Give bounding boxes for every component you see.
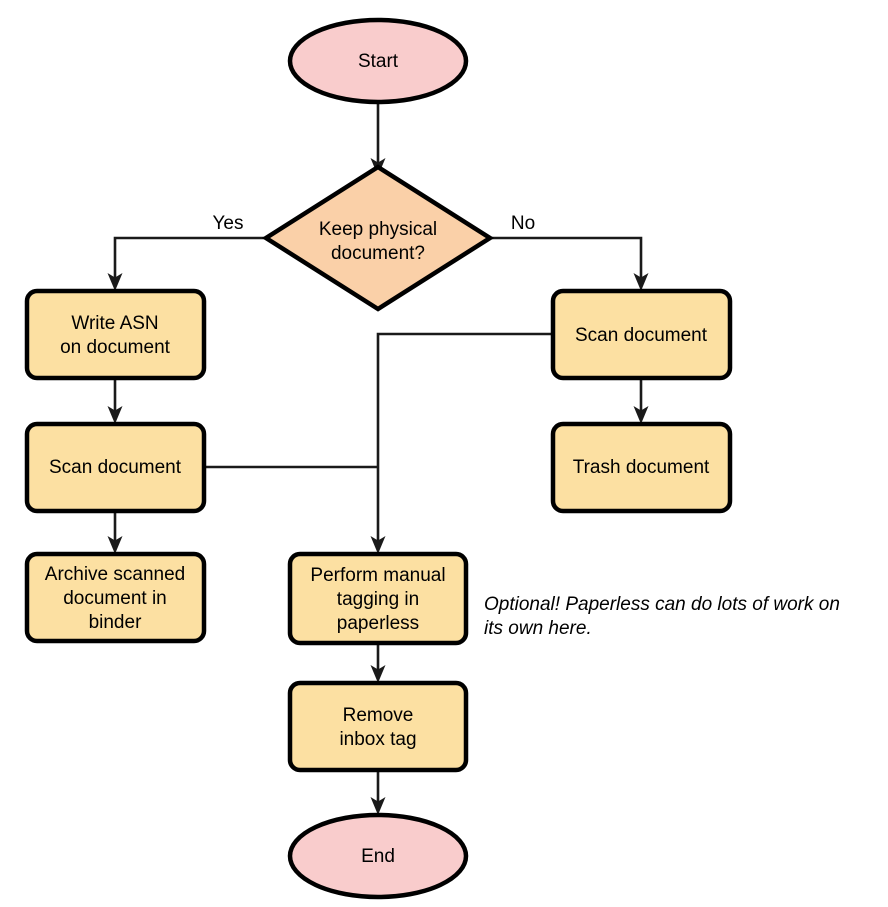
write-asn-label-line2: on document xyxy=(60,337,171,358)
node-decision-keep-physical-document[interactable]: Keep physical document? xyxy=(261,164,495,312)
remove-inbox-tag-label-line1: Remove xyxy=(343,705,414,726)
manual-tagging-box-shape[interactable] xyxy=(287,551,469,646)
annotation-line2: its own here. xyxy=(484,618,592,639)
edge-label-no: No xyxy=(511,213,535,234)
archive-label-line3: binder xyxy=(89,612,142,633)
arrowhead-decision-yes xyxy=(107,273,123,291)
end-label: End xyxy=(361,846,395,867)
remove-inbox-tag-box-shape[interactable] xyxy=(287,680,469,773)
arrowhead-removeinbox-to-end xyxy=(370,797,386,815)
node-end[interactable]: End xyxy=(287,812,469,900)
manual-tagging-label-line3: paperless xyxy=(337,613,419,634)
manual-tagging-label-line2: tagging in xyxy=(337,589,419,610)
end-ellipse-shape[interactable] xyxy=(287,812,469,900)
manual-tagging-label-line1: Perform manual xyxy=(310,565,445,586)
annotation-optional-note: Optional! Paperless can do lots of work … xyxy=(484,594,840,639)
connector-decision-no xyxy=(490,236,643,279)
arrowhead-trunk-to-tagging xyxy=(370,536,386,554)
scan-document-left-label: Scan document xyxy=(49,457,182,478)
connectors-layer xyxy=(107,103,649,815)
write-asn-box-shape[interactable] xyxy=(24,288,207,381)
scan-document-left-box-shape[interactable] xyxy=(24,421,207,514)
archive-label-line2: document in xyxy=(63,588,167,609)
node-perform-manual-tagging[interactable]: Perform manual tagging in paperless xyxy=(287,551,469,646)
scan-document-right-label: Scan document xyxy=(575,325,708,346)
annotation-line1: Optional! Paperless can do lots of work … xyxy=(484,594,840,615)
start-ellipse-shape[interactable] xyxy=(287,17,469,105)
edge-labels-layer: Yes No xyxy=(213,213,536,234)
node-trash-document[interactable]: Trash document xyxy=(550,421,733,514)
arrowhead-scanleft-to-archive xyxy=(107,536,123,554)
arrowhead-scanright-to-trash xyxy=(633,406,649,424)
node-start[interactable]: Start xyxy=(287,17,469,105)
remove-inbox-tag-label-line2: inbox tag xyxy=(339,729,416,750)
connector-decision-yes xyxy=(113,236,266,279)
decision-diamond-shape[interactable] xyxy=(261,164,495,312)
arrowhead-decision-no xyxy=(633,273,649,291)
node-scan-document-left[interactable]: Scan document xyxy=(24,421,207,514)
start-label: Start xyxy=(358,51,399,72)
decision-label-line2: document? xyxy=(331,243,425,264)
node-remove-inbox-tag[interactable]: Remove inbox tag xyxy=(287,680,469,773)
write-asn-label-line1: Write ASN xyxy=(71,313,158,334)
connector-scanright-to-tagging xyxy=(376,332,553,541)
edge-label-yes: Yes xyxy=(213,213,244,234)
archive-label-line1: Archive scanned xyxy=(45,564,185,585)
node-archive-scanned-document[interactable]: Archive scanned document in binder xyxy=(24,551,207,644)
node-scan-document-right[interactable]: Scan document xyxy=(550,288,733,381)
trash-document-box-shape[interactable] xyxy=(550,421,733,514)
arrowhead-tagging-to-removeinbox xyxy=(370,665,386,683)
scan-document-right-box-shape[interactable] xyxy=(550,288,733,381)
decision-label-line1: Keep physical xyxy=(319,219,437,240)
node-write-asn-on-document[interactable]: Write ASN on document xyxy=(24,288,207,381)
archive-box-shape[interactable] xyxy=(24,551,207,644)
arrowhead-writeasn-to-scanleft xyxy=(107,406,123,424)
trash-document-label: Trash document xyxy=(573,457,710,478)
